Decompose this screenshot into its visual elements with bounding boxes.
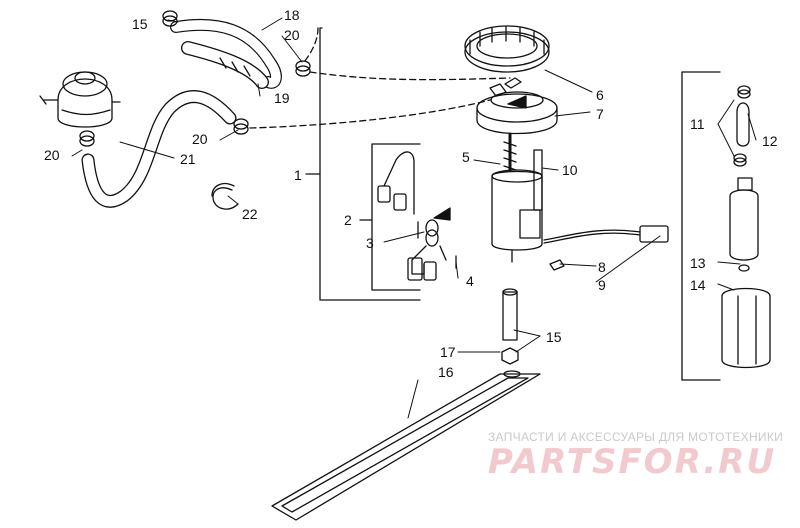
hose-part-21	[81, 90, 237, 208]
callout-9: 9	[598, 277, 606, 293]
hose-part-19	[181, 41, 269, 89]
callout-17: 17	[440, 344, 456, 360]
callout-15-bottom: 15	[546, 329, 562, 345]
bracket-part-1	[305, 27, 421, 301]
callout-1: 1	[294, 167, 302, 183]
callout-8: 8	[598, 259, 606, 275]
lock-ring-part-6	[464, 25, 550, 73]
callout-20-left: 20	[44, 147, 60, 163]
callout-20-middle: 20	[192, 131, 208, 147]
clamp-part-15-top	[162, 10, 178, 27]
callout-16: 16	[438, 364, 454, 380]
clip-part-22	[211, 182, 239, 210]
leader-lines	[71, 17, 757, 419]
callout-3: 3	[366, 235, 374, 251]
callout-13: 13	[690, 255, 706, 271]
callout-19: 19	[274, 90, 290, 106]
callout-7: 7	[596, 106, 604, 122]
callout-20-upper: 20	[284, 27, 300, 43]
callout-5: 5	[462, 149, 470, 165]
watermark-tagline: ЗАПЧАСТИ И АКСЕССУАРЫ ДЛЯ МОТОТЕХНИКИ	[488, 430, 784, 444]
fuel-filter-housing	[39, 71, 121, 128]
callout-10: 10	[562, 162, 578, 178]
wire-harness-part-2	[377, 151, 457, 281]
callout-12: 12	[762, 133, 778, 149]
callout-6: 6	[596, 87, 604, 103]
callout-labels: 15 18 20 19 20 20 21 22 1 2 3 4 5 6 7 10…	[44, 7, 778, 380]
callout-22: 22	[242, 206, 258, 222]
fuel-pump-assembly	[491, 132, 543, 263]
callout-15-top: 15	[132, 16, 148, 32]
bracket-part-2	[359, 143, 421, 291]
callout-18: 18	[284, 7, 300, 23]
pump-flange-part-7	[476, 77, 558, 135]
callout-11: 11	[690, 116, 705, 132]
callout-2: 2	[344, 212, 352, 228]
callout-14: 14	[690, 277, 706, 293]
callout-4: 4	[466, 273, 474, 289]
pickup-tube-part-17	[502, 288, 518, 341]
hose-part-18	[170, 18, 282, 89]
fuel-sender-wiring	[543, 225, 669, 271]
clamp-part-20-left	[79, 130, 95, 147]
caution-arrow-icon-harness	[433, 207, 451, 221]
clamp-part-20-middle	[233, 118, 249, 135]
bracket-parts-11-14	[681, 71, 721, 381]
watermark-brand: PARTSFOR.RU	[488, 442, 777, 482]
strainer-part-16	[271, 370, 541, 521]
clamp-part-20-upper	[295, 60, 311, 77]
callout-21: 21	[180, 151, 196, 167]
fuel-pump-motor-parts	[721, 85, 771, 369]
nut-part-15-bottom	[501, 347, 519, 365]
routing-dashed-lines	[249, 27, 511, 129]
caution-arrow-icon	[507, 95, 527, 109]
